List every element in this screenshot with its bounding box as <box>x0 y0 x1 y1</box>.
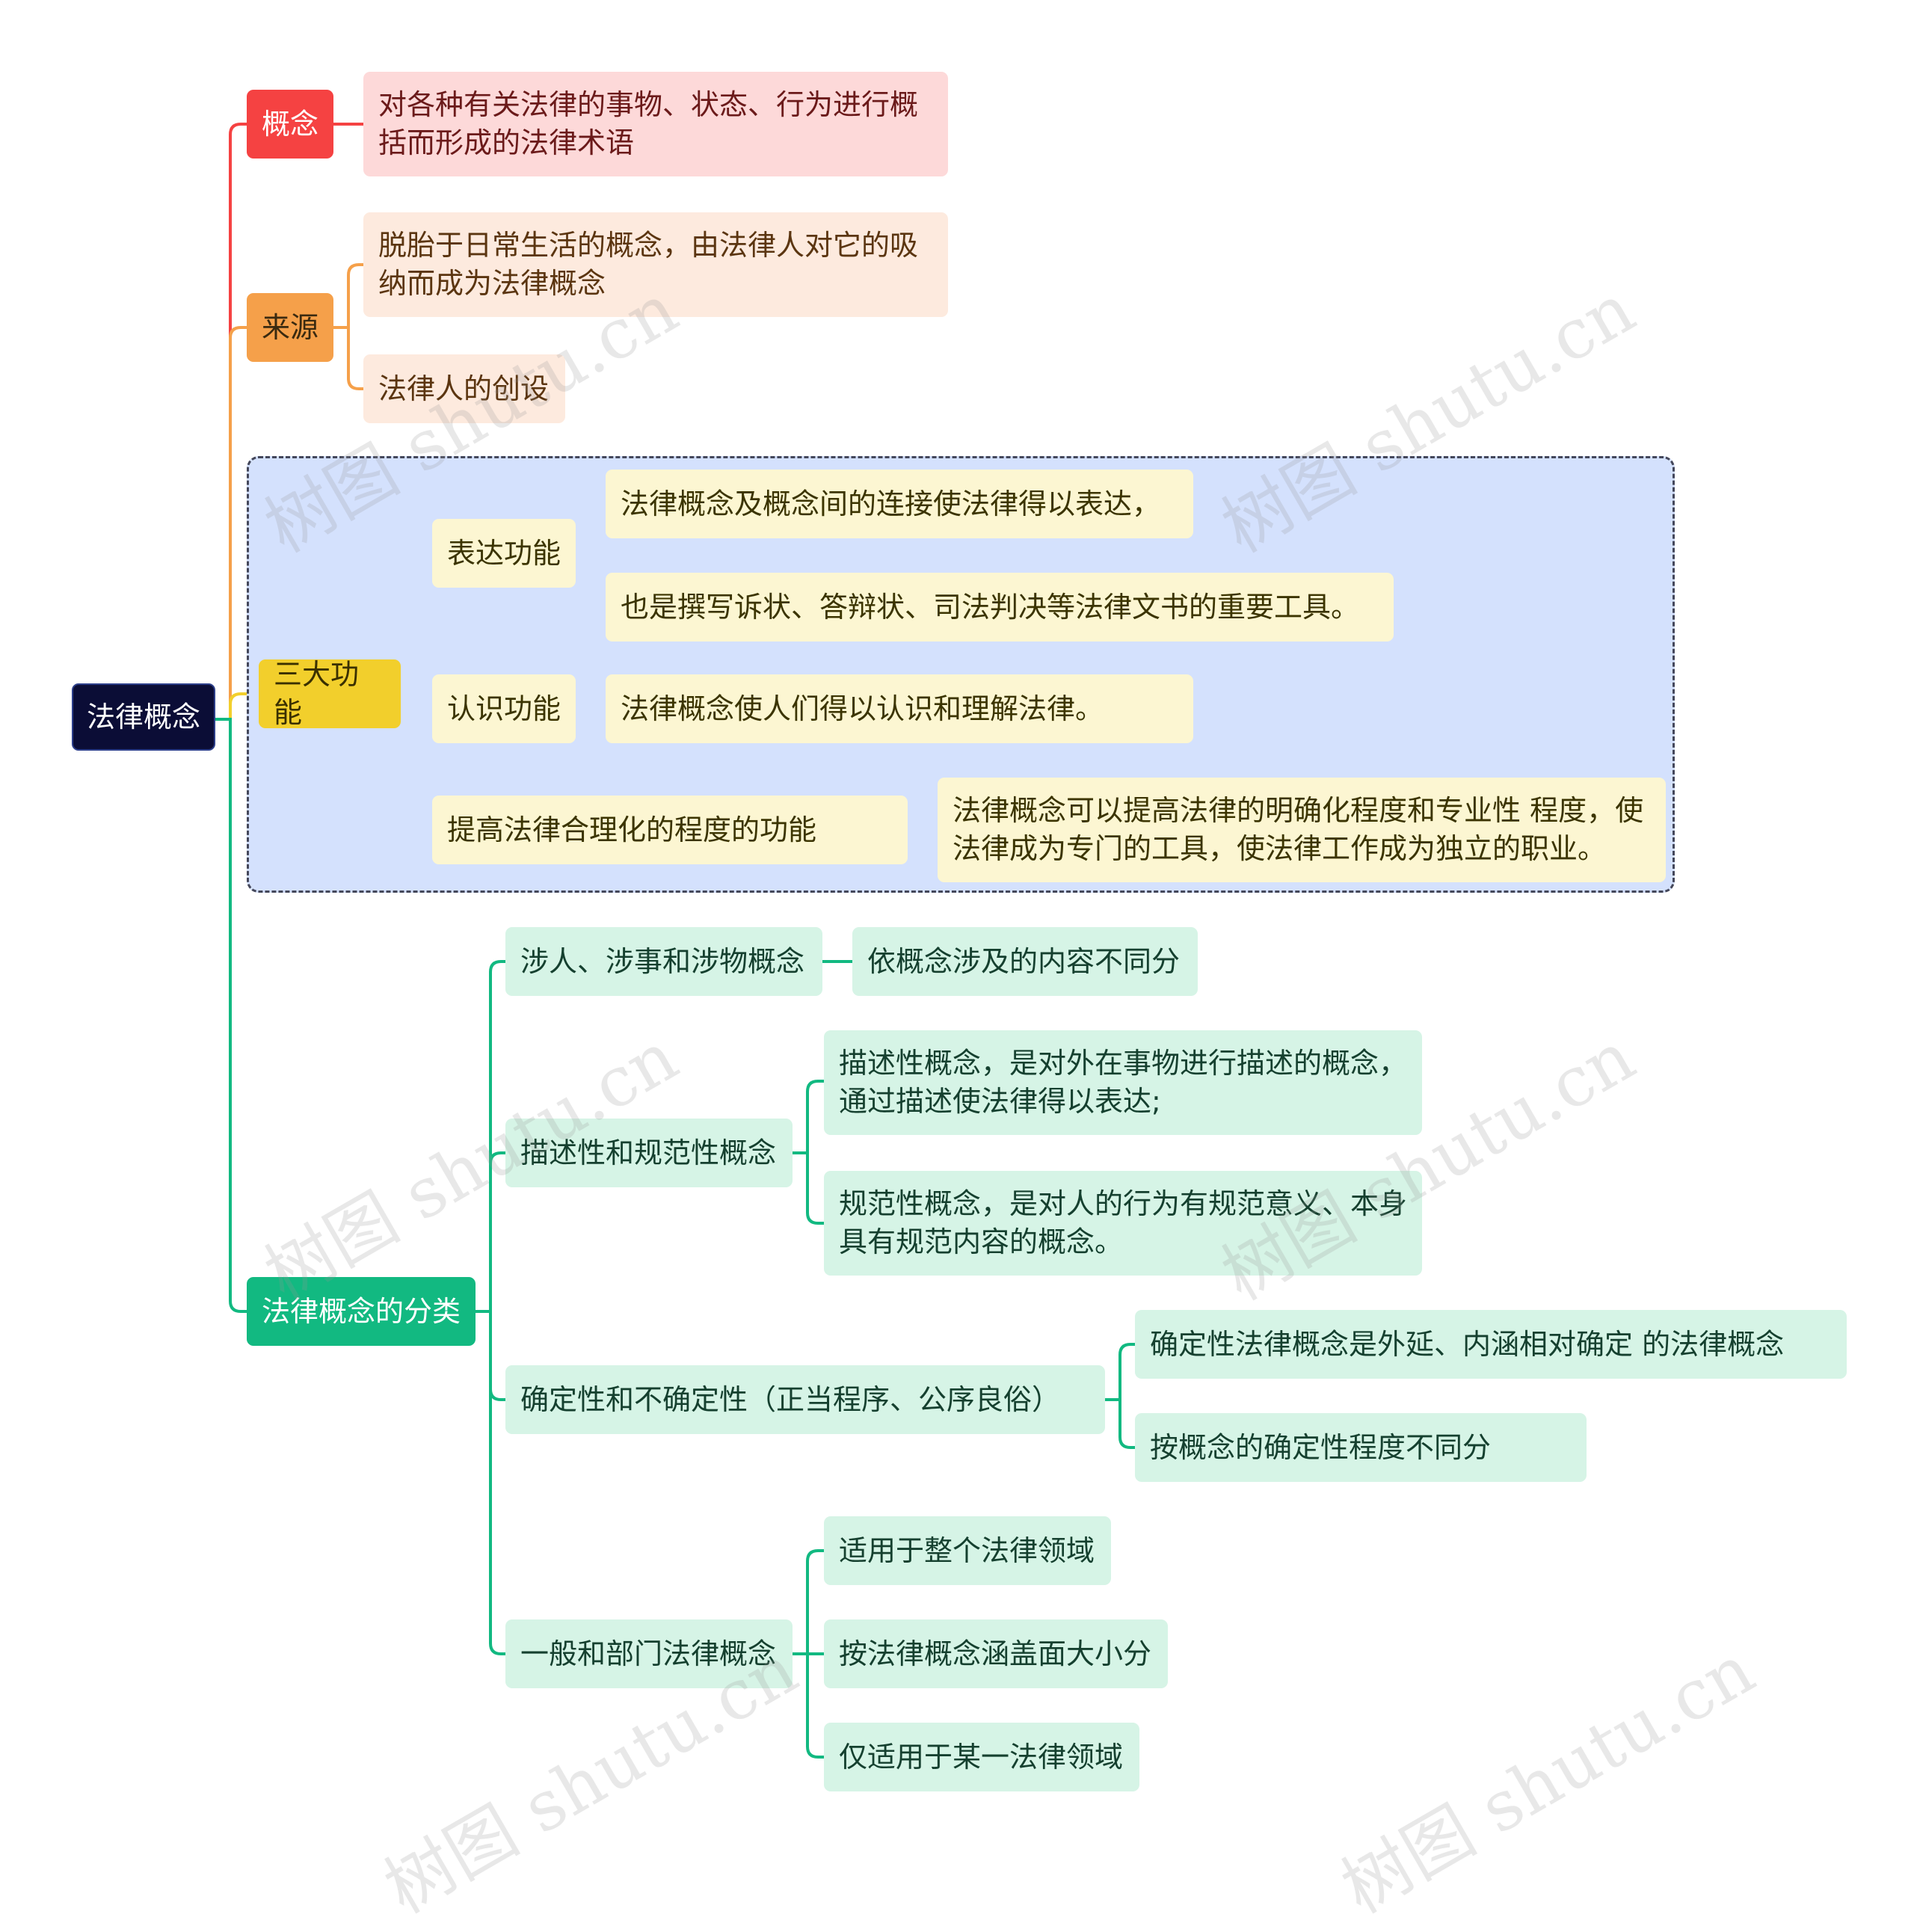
rationalization-item[interactable]: 法律概念可以提高法律的明确化程度和专业性 程度，使法律成为专门的工具，使法律工作… <box>938 778 1666 882</box>
scope-item-1[interactable]: 适用于整个法律领域 <box>824 1516 1111 1585</box>
descriptive-item-2[interactable]: 规范性概念，是对人的行为有规范意义、本身具有规范内容的概念。 <box>824 1171 1422 1276</box>
connector-root-classification <box>215 718 247 1313</box>
connector-certainty-items <box>1105 1343 1135 1449</box>
connector-source-items <box>333 263 363 390</box>
expression-function-node[interactable]: 表达功能 <box>432 519 576 588</box>
connector-descriptive-items <box>793 1080 824 1225</box>
root-node[interactable]: 法律概念 <box>72 683 215 751</box>
scope-item-2[interactable]: 按法律概念涵盖面大小分 <box>824 1619 1168 1688</box>
subject-classification-node[interactable]: 涉人、涉事和涉物概念 <box>505 927 822 996</box>
classification-node[interactable]: 法律概念的分类 <box>247 1277 476 1346</box>
concept-definition[interactable]: 对各种有关法律的事物、状态、行为进行概括而形成的法律术语 <box>363 72 948 176</box>
source-item-creation[interactable]: 法律人的创设 <box>363 354 565 423</box>
connector-scope-items <box>793 1549 824 1759</box>
rationalization-function-node[interactable]: 提高法律合理化的程度的功能 <box>432 796 908 864</box>
connector-classification-children <box>476 960 505 1655</box>
subject-classification-item[interactable]: 依概念涉及的内容不同分 <box>852 927 1198 996</box>
connector-root-concept <box>215 123 247 721</box>
scope-item-3[interactable]: 仅适用于某一法律领域 <box>824 1723 1139 1791</box>
certainty-item-1[interactable]: 确定性法律概念是外延、内涵相对确定 的法律概念 <box>1135 1310 1847 1379</box>
expression-item-2[interactable]: 也是撰写诉状、答辩状、司法判决等法律文书的重要工具。 <box>606 573 1394 642</box>
source-node[interactable]: 来源 <box>247 293 333 362</box>
certainty-classification-node[interactable]: 确定性和不确定性（正当程序、公序良俗） <box>505 1365 1105 1434</box>
scope-classification-node[interactable]: 一般和部门法律概念 <box>505 1619 793 1688</box>
concept-node[interactable]: 概念 <box>247 90 333 159</box>
cognition-function-node[interactable]: 认识功能 <box>432 674 576 743</box>
certainty-item-2[interactable]: 按概念的确定性程度不同分 <box>1135 1413 1587 1482</box>
descriptive-item-1[interactable]: 描述性概念，是对外在事物进行描述的概念，通过描述使法律得以表达; <box>824 1030 1422 1135</box>
descriptive-classification-node[interactable]: 描述性和规范性概念 <box>505 1119 793 1187</box>
connector-root-source <box>215 326 247 721</box>
functions-node[interactable]: 三大功能 <box>259 659 401 728</box>
connector-root-functions <box>215 692 259 721</box>
expression-item-1[interactable]: 法律概念及概念间的连接使法律得以表达， <box>606 470 1193 538</box>
source-item-daily-life[interactable]: 脱胎于日常生活的概念，由法律人对它的吸纳而成为法律概念 <box>363 212 948 317</box>
cognition-item[interactable]: 法律概念使人们得以认识和理解法律。 <box>606 674 1193 743</box>
